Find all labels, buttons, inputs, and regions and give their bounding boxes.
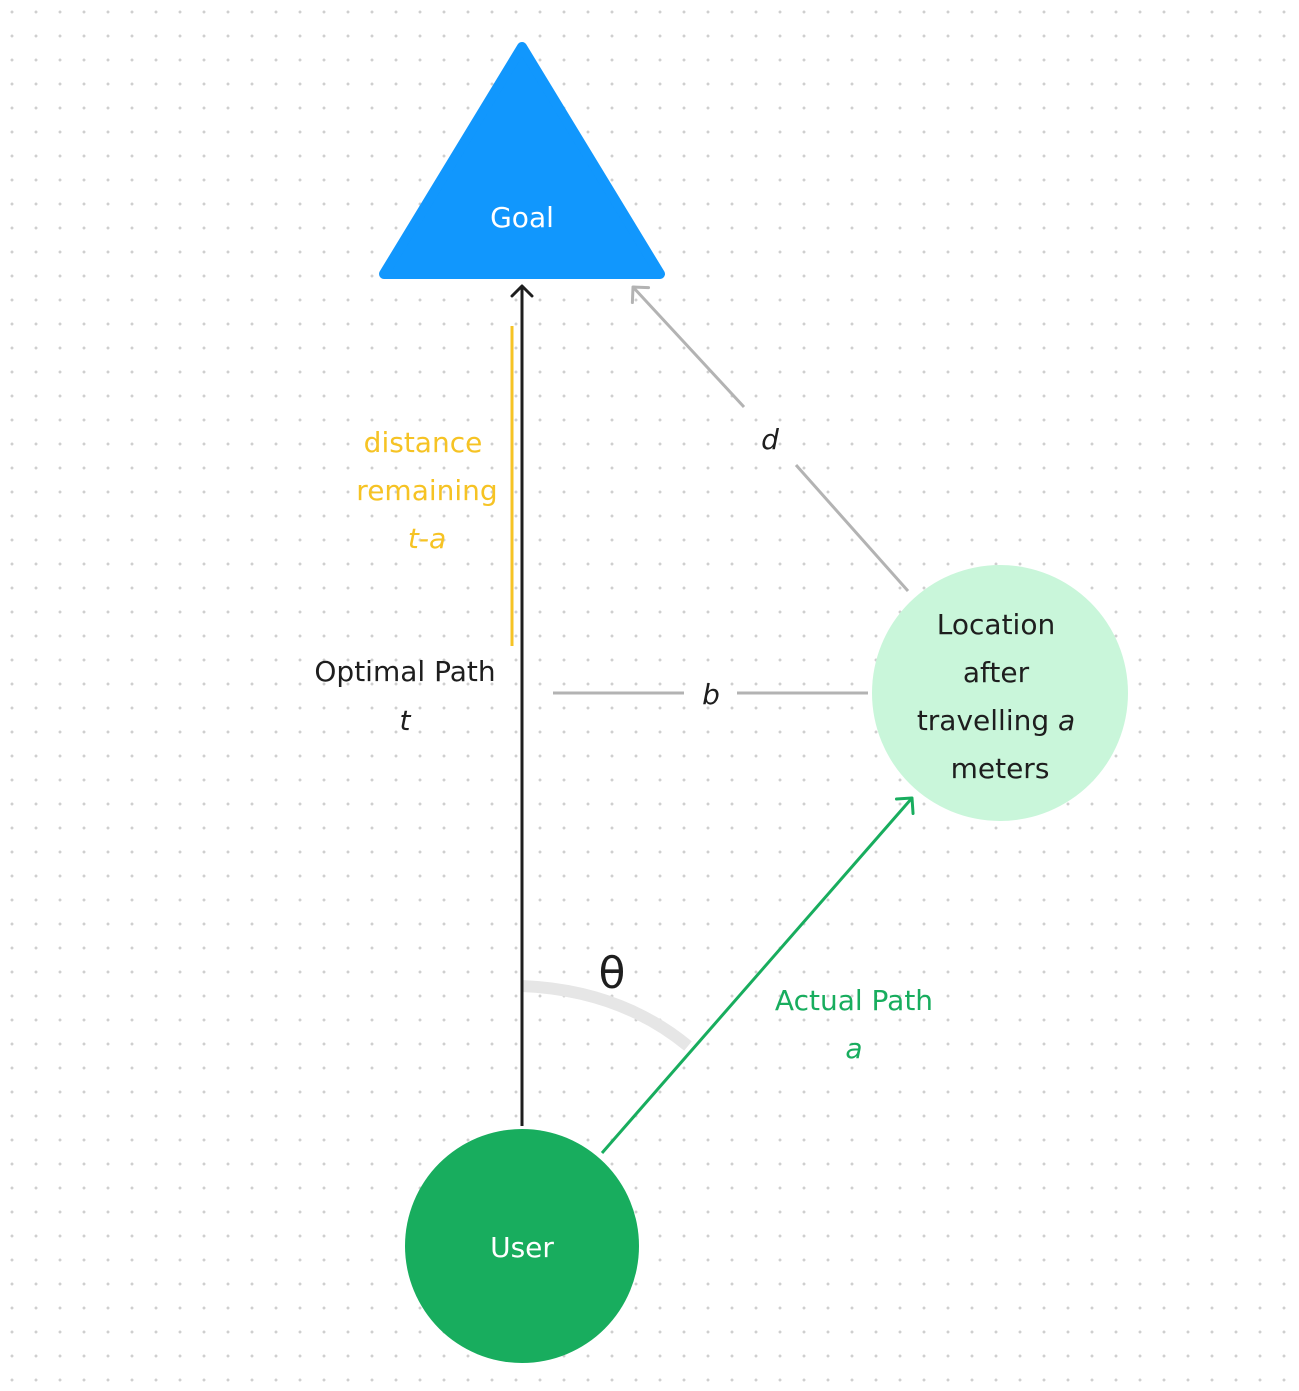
b-label: b	[702, 678, 720, 711]
user-node[interactable]	[405, 1129, 639, 1363]
location-node[interactable]	[872, 565, 1128, 821]
actual-path-var: a	[845, 1032, 862, 1065]
d-connector-upper	[630, 285, 746, 409]
location-label-line2: after	[963, 656, 1030, 689]
angle-arc	[521, 980, 692, 1051]
goal-node[interactable]	[379, 42, 665, 279]
location-label-line3: travelling a	[917, 704, 1075, 737]
distance-remaining-var: t-a	[408, 522, 446, 555]
d-label: d	[761, 423, 779, 456]
optimal-path-var: t	[400, 704, 412, 737]
distance-remaining-label-line1: distance	[364, 426, 483, 459]
location-label-line3-text: travelling	[917, 704, 1058, 737]
d-connector-lower	[794, 464, 910, 592]
goal-label: Goal	[490, 201, 554, 234]
user-label: User	[490, 1231, 554, 1264]
location-label-line4: meters	[951, 752, 1050, 785]
actual-path-label: Actual Path	[775, 984, 933, 1017]
theta-label: θ	[599, 948, 626, 999]
location-label-line1: Location	[937, 608, 1055, 641]
distance-remaining-label-line2: remaining	[356, 474, 497, 507]
actual-path-arrow	[600, 796, 915, 1154]
optimal-path-label: Optimal Path	[314, 655, 495, 688]
location-label-var: a	[1058, 704, 1075, 737]
